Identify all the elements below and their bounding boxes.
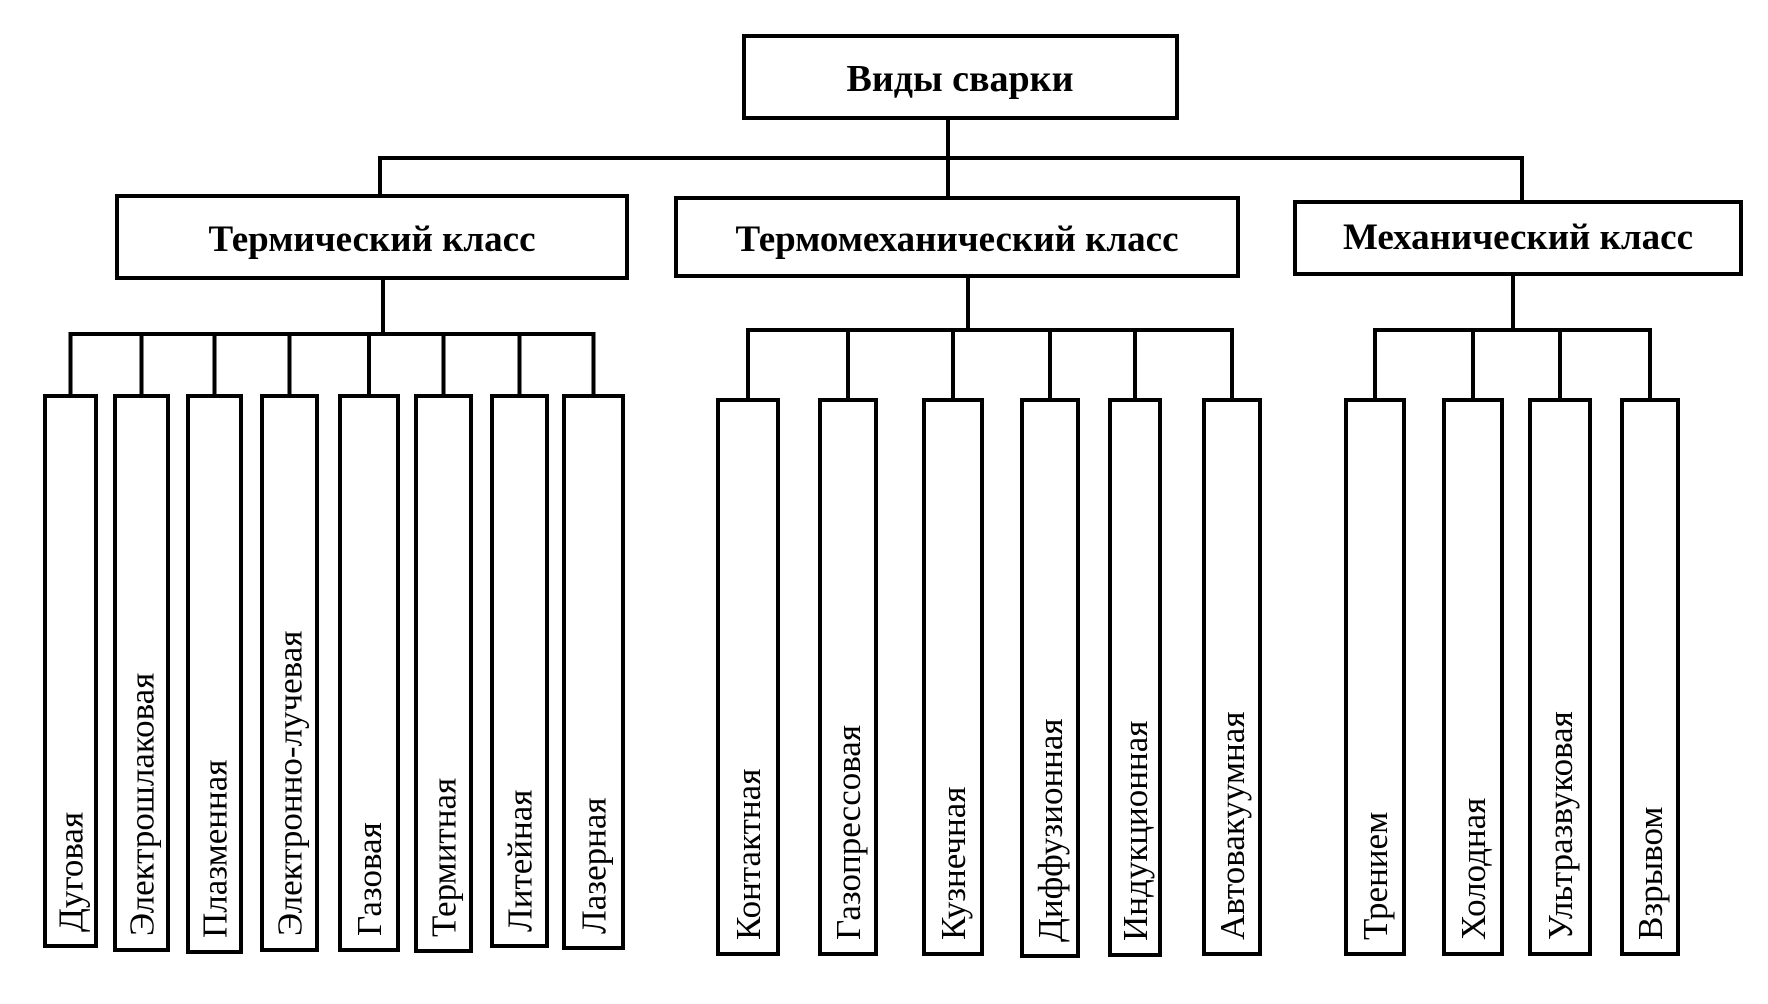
type-label: Газовая (350, 822, 389, 936)
type-node-mechanical-1: Холодная (1442, 398, 1504, 956)
class-node-thermal: Термический класс (115, 194, 629, 280)
type-label: Плазменная (196, 760, 235, 938)
type-label: Газопрессовая (829, 725, 868, 940)
type-box (113, 394, 170, 952)
type-label: Индукционная (1116, 721, 1155, 941)
type-box (562, 394, 625, 950)
type-label: Контактная (729, 769, 768, 940)
type-node-mechanical-0: Трением (1344, 398, 1406, 956)
class-node-mechanical: Механический класс (1293, 200, 1743, 276)
type-box (1528, 398, 1592, 956)
type-box (260, 394, 319, 952)
type-box (818, 398, 878, 956)
type-box (716, 398, 780, 956)
type-node-thermal-0: Дуговая (43, 394, 98, 948)
type-box (186, 394, 243, 954)
type-node-thermomechanical-0: Контактная (716, 398, 780, 956)
type-box (1202, 398, 1262, 956)
type-node-thermomechanical-1: Газопрессовая (818, 398, 878, 956)
class-node-thermomechanical: Термомеханический класс (674, 196, 1240, 278)
type-box (1020, 398, 1080, 958)
type-node-thermomechanical-5: Автовакуумная (1202, 398, 1262, 956)
type-label: Электронно-лучевая (271, 631, 310, 936)
type-label: Холодная (1454, 798, 1493, 940)
root-box (742, 34, 1179, 120)
type-label: Диффузионная (1031, 718, 1070, 942)
type-box (1108, 398, 1162, 957)
type-node-thermal-3: Электронно-лучевая (260, 394, 319, 952)
type-box (338, 394, 400, 952)
type-box (1344, 398, 1406, 956)
type-box (414, 394, 473, 953)
type-label: Взрывом (1631, 807, 1670, 940)
class-label-mechanical: Механический класс (1343, 217, 1693, 258)
type-label: Автовакуумная (1213, 712, 1252, 940)
type-label: Электрошлаковая (123, 673, 162, 936)
type-box (1620, 398, 1680, 956)
type-node-thermal-2: Плазменная (186, 394, 243, 954)
type-label: Литейная (501, 790, 540, 932)
type-node-thermal-5: Термитная (414, 394, 473, 953)
type-node-thermomechanical-3: Диффузионная (1020, 398, 1080, 958)
type-node-mechanical-2: Ультразвуковая (1528, 398, 1592, 956)
type-node-thermal-6: Литейная (490, 394, 549, 948)
class-label-thermal: Термический класс (208, 219, 535, 260)
type-node-thermomechanical-4: Индукционная (1108, 398, 1162, 957)
type-box (490, 394, 549, 948)
type-node-thermomechanical-2: Кузнечная (922, 398, 984, 956)
type-node-thermal-1: Электрошлаковая (113, 394, 170, 952)
type-label: Трением (1356, 812, 1395, 940)
type-node-mechanical-3: Взрывом (1620, 398, 1680, 956)
class-box-thermal (115, 194, 629, 280)
type-node-thermal-7: Лазерная (562, 394, 625, 950)
type-node-thermal-4: Газовая (338, 394, 400, 952)
type-label: Термитная (425, 778, 464, 937)
type-box (43, 394, 98, 948)
class-box-thermomechanical (674, 196, 1240, 278)
type-label: Дуговая (52, 812, 91, 932)
root-node: Виды сварки (742, 34, 1179, 120)
type-label: Ультразвуковая (1541, 711, 1580, 940)
class-label-thermomechanical: Термомеханический класс (735, 219, 1178, 260)
class-box-mechanical (1293, 200, 1743, 276)
type-box (1442, 398, 1504, 956)
root-label: Виды сварки (847, 58, 1074, 100)
type-label: Кузнечная (934, 787, 973, 940)
type-label: Лазерная (575, 798, 614, 935)
type-box (922, 398, 984, 956)
